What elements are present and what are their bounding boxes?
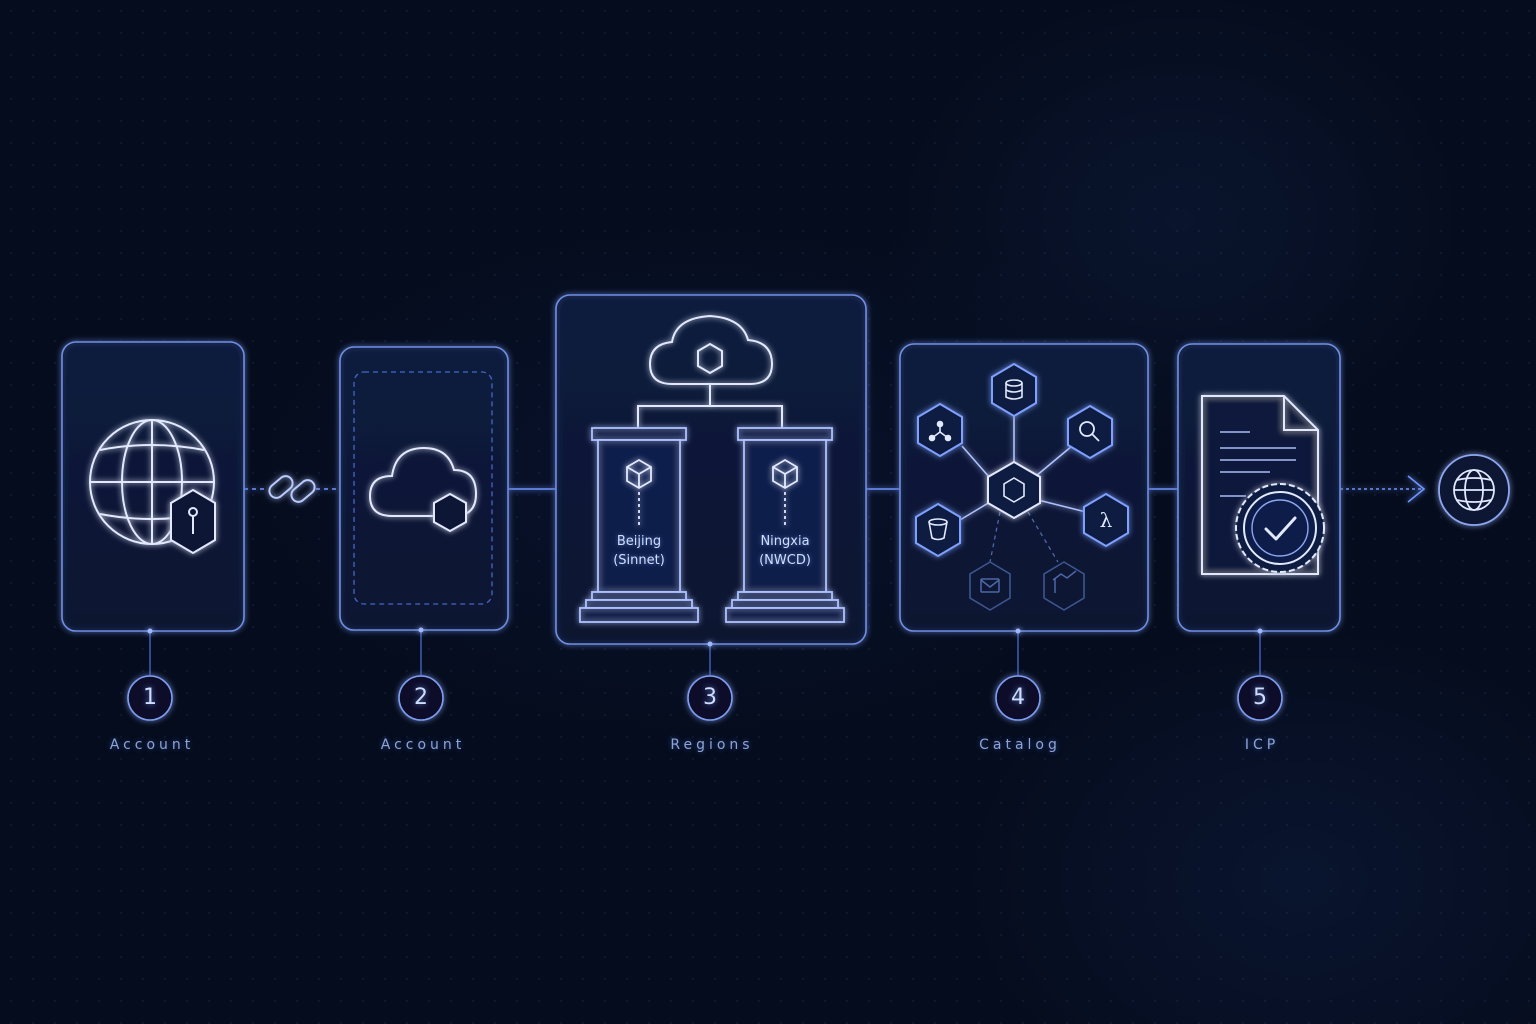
link-icon: [268, 475, 316, 503]
step-number-5: 5: [1253, 685, 1267, 710]
cloud-icon: [368, 446, 478, 517]
step-label-5: ICP: [1244, 737, 1280, 753]
step-number-1: 1: [143, 685, 157, 710]
bucket-icon: [928, 518, 948, 541]
service-hexes: [915, 362, 1129, 558]
pillar-icon-ningxia: [725, 427, 845, 623]
mail-icon: [980, 578, 1000, 593]
region-beijing: Beijing (Sinnet): [584, 532, 694, 570]
certificate-badge-icon: [1235, 483, 1325, 573]
cube-icon: [626, 458, 798, 528]
step-number-4: 4: [1011, 685, 1025, 710]
number-stems: [149, 630, 1261, 676]
network-lines-faint: [989, 511, 1059, 563]
end-globe-icon: [1438, 454, 1510, 526]
region-beijing-operator: (Sinnet): [613, 553, 665, 568]
chart-icon: [1052, 570, 1077, 593]
stem-dots: [147, 627, 1263, 647]
region-cloud-icon: [637, 314, 783, 428]
region-ningxia-name: Ningxia: [760, 534, 810, 549]
shield-key-icon: [170, 488, 216, 555]
bucket-hex: [915, 502, 961, 558]
network-icon: [928, 420, 952, 442]
number-circles: [127, 675, 1283, 721]
search-hex: [1067, 404, 1113, 460]
region-ningxia-operator: (NWCD): [759, 553, 811, 568]
step-number-3: 3: [703, 685, 717, 710]
database-icon: [1005, 379, 1023, 400]
lambda-icon: λ: [1100, 508, 1113, 532]
lambda-hex: [1083, 492, 1129, 548]
hub-icon: [987, 460, 1041, 520]
step-label-3: Regions: [670, 737, 754, 753]
arrow-head-icon: [1407, 475, 1426, 503]
document-lines: [1220, 431, 1296, 497]
database-hex: [991, 362, 1037, 418]
region-beijing-name: Beijing: [616, 534, 662, 549]
step-label-4: Catalog: [979, 737, 1061, 753]
shield-icon: [433, 492, 467, 533]
faint-hexes: [969, 561, 1085, 611]
step-number-2: 2: [414, 685, 428, 710]
connectors: [244, 475, 1426, 503]
dashed-frame: [353, 371, 493, 605]
step-label-2: Account: [380, 737, 466, 753]
step-label-1: Account: [109, 737, 195, 753]
network-lines: [959, 410, 1087, 521]
card-step-2: [339, 346, 509, 631]
region-ningxia: Ningxia (NWCD): [730, 532, 840, 570]
cards: [61, 294, 1341, 645]
search-icon: [1079, 421, 1100, 442]
